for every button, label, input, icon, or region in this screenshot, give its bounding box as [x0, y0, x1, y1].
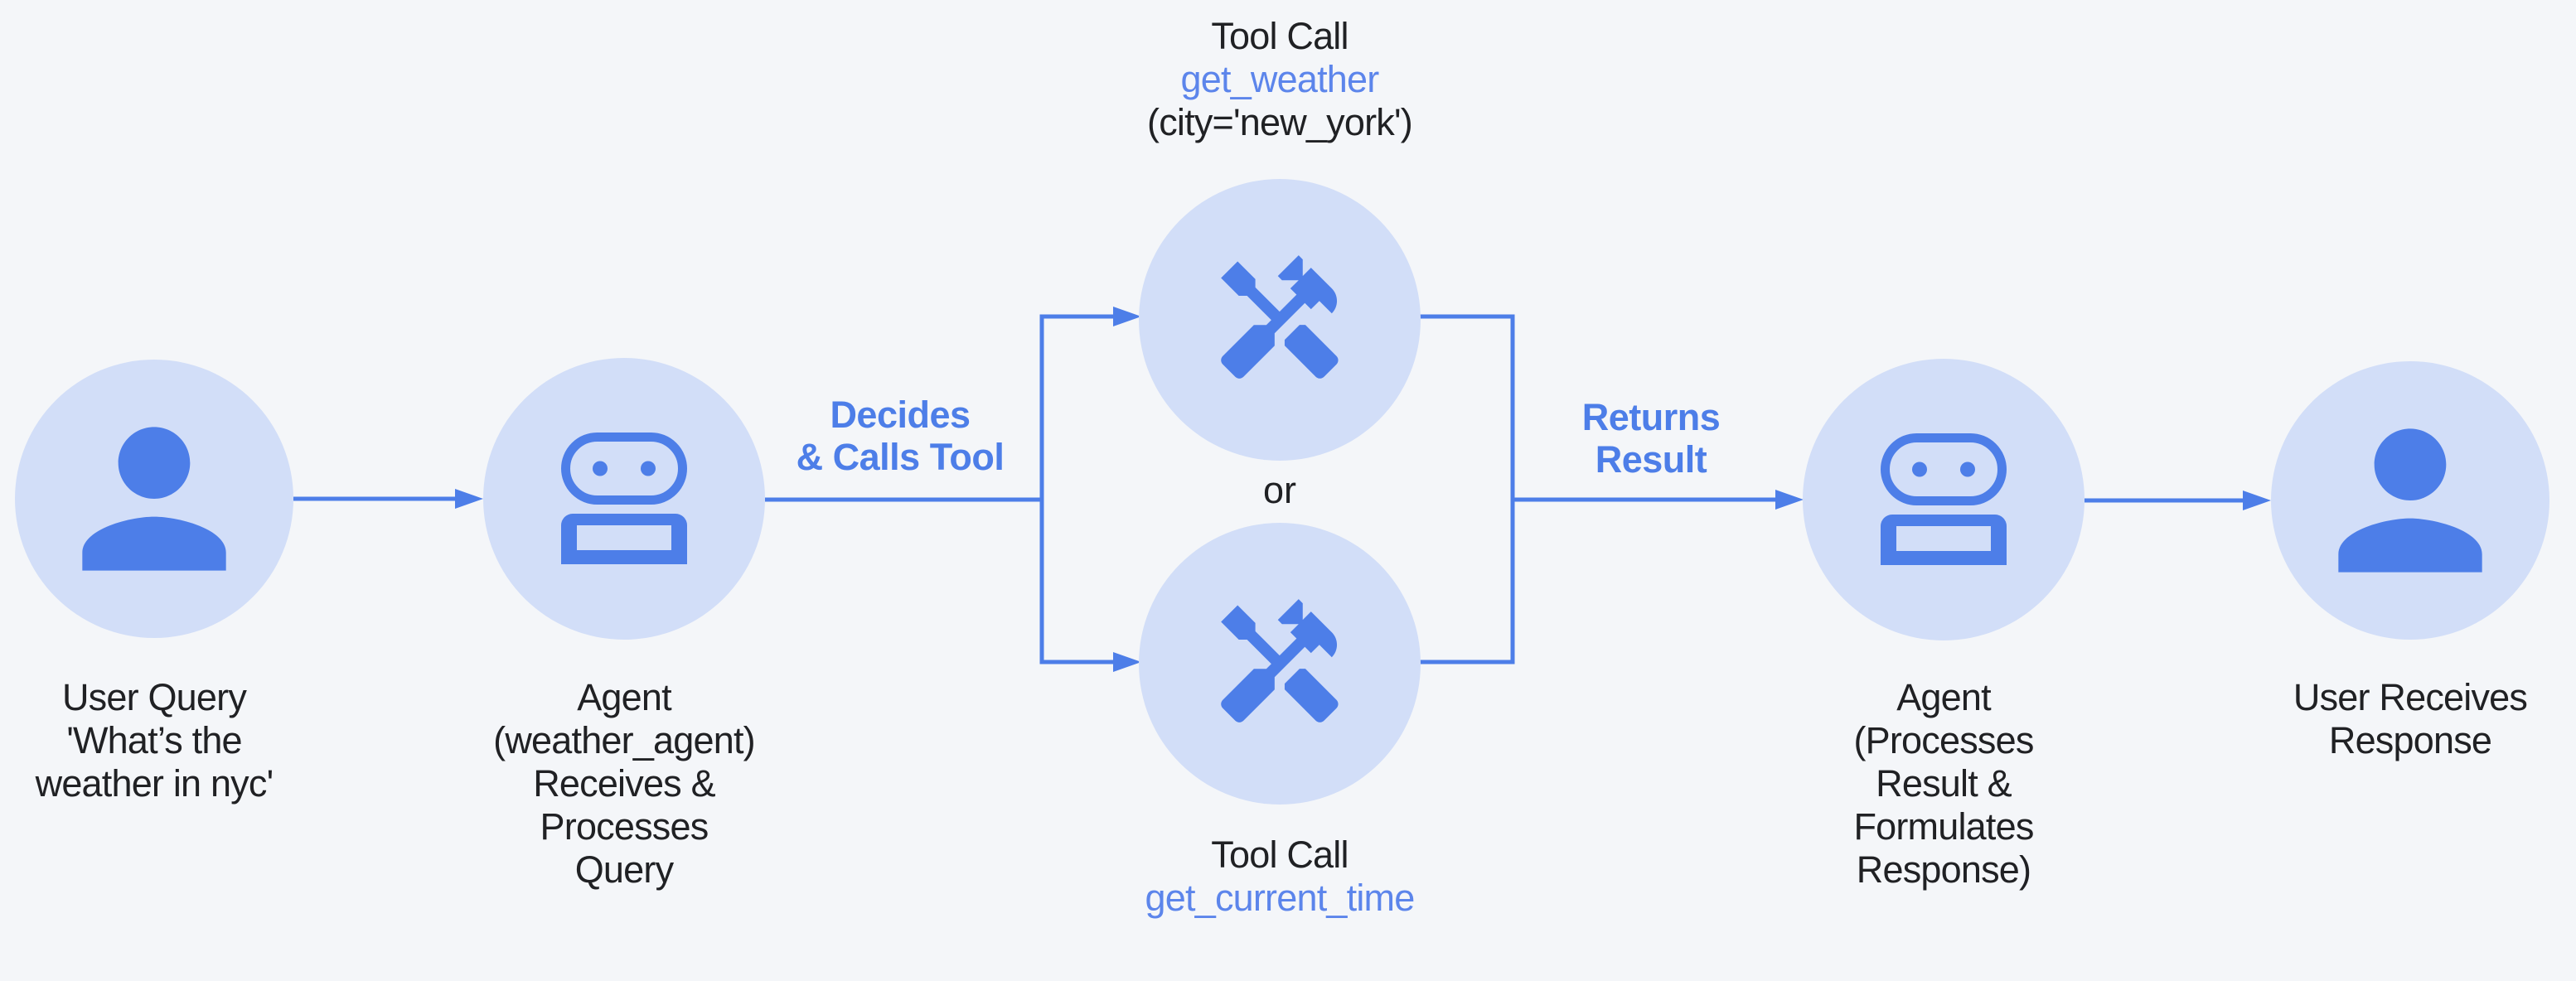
arrow-agent-to-user — [2085, 490, 2271, 510]
user-query-node — [15, 360, 293, 638]
tool-get-current-time-label: Tool Call get_current_time — [1145, 834, 1416, 920]
agent-weather-label: Agent (weather_agent) Receives & Process… — [493, 676, 756, 892]
label-line: Query — [574, 848, 674, 891]
person-icon — [2338, 428, 2482, 573]
label-line: Tool Call — [1211, 15, 1349, 57]
edge-label-line: & Calls Tool — [796, 436, 1005, 478]
label-line: 'What’s the — [66, 719, 242, 761]
robot-icon — [561, 433, 687, 564]
person-icon — [82, 427, 226, 571]
label-line: (Processes — [1853, 719, 2034, 761]
label-line: Agent — [577, 676, 671, 718]
label-line: User Query — [61, 676, 247, 718]
returns-result-label: Returns Result — [1582, 396, 1721, 481]
label-line: Processes — [540, 805, 709, 848]
user-receives-label: User Receives Response — [2293, 676, 2528, 762]
label-line: Tool Call — [1211, 834, 1349, 876]
label-line: (weather_agent) — [493, 719, 756, 761]
tools-icon — [1221, 255, 1339, 379]
label-line: (city='new_york') — [1147, 101, 1413, 143]
robot-icon — [1881, 433, 2007, 565]
tool-get-current-time-node — [1139, 523, 1421, 805]
arrow-merge-to-agent — [1513, 490, 1804, 510]
user-receives-node — [2271, 361, 2549, 640]
tool-function-name: get_current_time — [1145, 877, 1416, 919]
label-line: Response) — [1856, 848, 2031, 891]
label-line: Receives & — [533, 762, 715, 805]
tools-icon — [1221, 599, 1339, 722]
user-query-label: User Query 'What’s the weather in nyc' — [36, 676, 274, 805]
tool-get-weather-label: Tool Call get_weather (city='new_york') — [1147, 15, 1413, 144]
tool-get-weather-node — [1139, 179, 1421, 461]
arrow-branch-to-weather-tool — [1039, 307, 1141, 326]
agent-processes-node — [1803, 359, 2085, 640]
label-line: User Receives — [2293, 676, 2528, 718]
or-label: or — [1262, 469, 1297, 511]
tool-function-name: get_weather — [1180, 58, 1380, 100]
decides-calls-tool-label: Decides & Calls Tool — [797, 394, 1005, 478]
edge-label-line: Decides — [830, 394, 971, 436]
label-line: Agent — [1896, 676, 1991, 718]
branch-merge-line — [1416, 314, 1515, 664]
arrow-branch-to-time-tool — [1039, 652, 1141, 672]
label-line: Formulates — [1853, 805, 2034, 848]
label-line: Result & — [1876, 762, 2012, 805]
agent-processes-label: Agent (Processes Result & Formulates Res… — [1853, 676, 2034, 892]
arrow-user-to-agent — [293, 489, 483, 509]
agent-weather-node — [483, 358, 765, 640]
label-line: weather in nyc' — [35, 762, 274, 805]
label-line: Response — [2328, 719, 2492, 761]
edge-label-line: Result — [1595, 438, 1707, 481]
edge-label-line: Returns — [1581, 396, 1721, 438]
